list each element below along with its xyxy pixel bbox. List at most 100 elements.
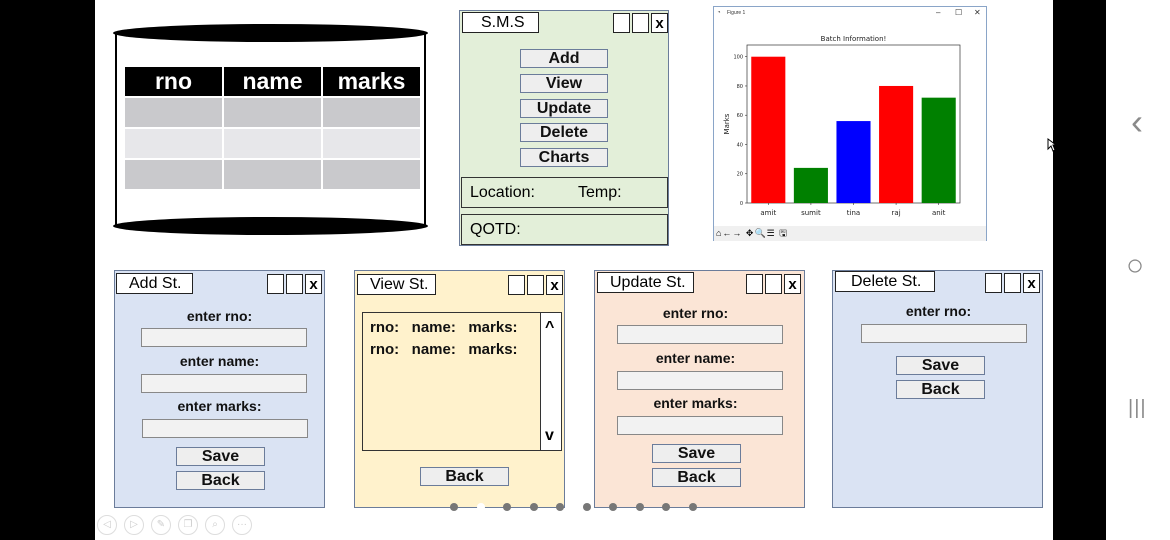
page-dot[interactable] (529, 503, 538, 511)
update-button[interactable]: Update (520, 99, 608, 118)
page-dot[interactable] (635, 503, 644, 511)
nav-back-icon[interactable]: ‹ (1131, 101, 1143, 142)
rno-input[interactable] (141, 328, 307, 347)
maximize-button[interactable] (286, 274, 303, 294)
marks-input[interactable] (617, 416, 783, 435)
x-tick-label: tina (847, 209, 860, 217)
back-button[interactable]: Back (420, 467, 509, 486)
table-cell (125, 98, 222, 127)
nav-home-icon[interactable]: ○ (1126, 249, 1145, 282)
minimize-button[interactable] (746, 274, 763, 294)
close-button[interactable]: x (305, 274, 322, 294)
scrollbar[interactable]: ^ v (540, 313, 561, 450)
figure-minimize-button[interactable]: – (936, 8, 941, 17)
back-button[interactable]: Back (896, 380, 985, 399)
view-button[interactable]: View (520, 74, 608, 93)
list-item: rno: name: marks: (370, 341, 518, 358)
maximize-button[interactable] (632, 13, 649, 33)
add-student-window: Add St. x enter rno: enter name: enter m… (114, 270, 325, 508)
scroll-up-icon[interactable]: ^ (545, 319, 555, 336)
toolbar-icons[interactable]: ⌂←→ ✥🔍☰ 🖫 (716, 228, 788, 238)
bar-amit (751, 56, 786, 203)
x-tick-label: amit (760, 209, 776, 217)
play-icon[interactable]: ▷ (124, 515, 144, 535)
minimize-button[interactable] (267, 274, 284, 294)
view-student-window: View St. x rno: name: marks: rno: name: … (354, 270, 565, 508)
name-input[interactable] (141, 374, 307, 393)
scroll-down-icon[interactable]: v (545, 427, 554, 444)
save-button[interactable]: Save (176, 447, 265, 466)
slide-page-dots[interactable] (450, 503, 700, 511)
charts-button[interactable]: Charts (520, 148, 608, 167)
copy-icon[interactable]: ❐ (178, 515, 198, 535)
table-row (125, 129, 420, 158)
nav-recents-icon[interactable]: ||| (1128, 397, 1147, 419)
maximize-button[interactable] (1004, 273, 1021, 293)
y-axis-label: Marks (723, 113, 731, 134)
table-row (125, 160, 420, 189)
rno-input[interactable] (861, 324, 1027, 343)
close-button[interactable]: x (651, 13, 668, 33)
table-header-row: rno name marks (125, 67, 420, 96)
zoom-icon[interactable]: ⌕ (205, 515, 225, 535)
x-tick-label: anit (932, 209, 946, 217)
bar-tina (836, 121, 871, 203)
page-dot[interactable] (450, 503, 458, 511)
bar-raj (879, 85, 914, 203)
page-dot[interactable] (556, 503, 564, 511)
chart-title: Batch Information! (821, 35, 887, 43)
column-header-name: name (224, 67, 321, 96)
name-input[interactable] (617, 371, 783, 390)
qotd-panel: QOTD: (461, 214, 668, 245)
window-title: Delete St. (835, 271, 935, 292)
close-button[interactable]: x (546, 275, 563, 295)
database-cylinder-bottom (113, 217, 428, 235)
page-dot[interactable] (609, 503, 617, 511)
pen-icon[interactable]: ✎ (151, 515, 171, 535)
save-button[interactable]: Save (652, 444, 741, 463)
page-dot[interactable] (476, 503, 485, 511)
figure-toolbar[interactable]: ⌂←→ ✥🔍☰ 🖫 (714, 226, 986, 241)
figure-close-button[interactable]: ✕ (974, 8, 981, 17)
back-button[interactable]: Back (176, 471, 265, 490)
save-button[interactable]: Save (896, 356, 985, 375)
location-label: Location: (470, 184, 535, 201)
back-button[interactable]: Back (652, 468, 741, 487)
minimize-button[interactable] (508, 275, 525, 295)
close-button[interactable]: x (1023, 273, 1040, 293)
minimize-button[interactable] (985, 273, 1002, 293)
student-table: rno name marks (123, 65, 422, 191)
table-cell (224, 129, 321, 158)
more-icon[interactable]: ··· (232, 515, 252, 535)
x-tick-label: raj (892, 209, 901, 217)
rno-input[interactable] (617, 325, 783, 344)
column-header-rno: rno (125, 67, 222, 96)
maximize-button[interactable] (527, 275, 544, 295)
y-tick-label: 80 (737, 84, 743, 90)
location-temp-panel: Location: Temp: (461, 177, 668, 208)
minimize-button[interactable] (613, 13, 630, 33)
figure-maximize-button[interactable]: ☐ (955, 8, 963, 17)
student-list[interactable]: rno: name: marks: rno: name: marks: ^ v (362, 312, 562, 451)
list-item: rno: name: marks: (370, 319, 518, 336)
figure-window-title: Figure 1 (727, 10, 746, 16)
marks-input[interactable] (142, 419, 308, 438)
sms-main-window: S.M.S x Add View Update Delete Charts Lo… (459, 10, 669, 246)
page-dot[interactable] (688, 503, 697, 511)
close-button[interactable]: x (784, 274, 801, 294)
table-cell (224, 98, 321, 127)
mouse-cursor-icon (1047, 138, 1057, 152)
table-cell (323, 129, 420, 158)
page-dot[interactable] (503, 503, 511, 511)
figure-app-icon: ◔ (717, 10, 721, 16)
maximize-button[interactable] (765, 274, 782, 294)
table-cell (125, 160, 222, 189)
y-tick-label: 60 (737, 113, 743, 119)
delete-button[interactable]: Delete (520, 123, 608, 142)
prev-icon[interactable]: ◁ (97, 515, 117, 535)
page-dot[interactable] (662, 503, 670, 511)
chart-figure-window: ◔ Figure 1 – ☐ ✕ Batch Information! Marks… (713, 6, 987, 241)
page-dot[interactable] (582, 503, 591, 511)
add-button[interactable]: Add (520, 49, 608, 68)
